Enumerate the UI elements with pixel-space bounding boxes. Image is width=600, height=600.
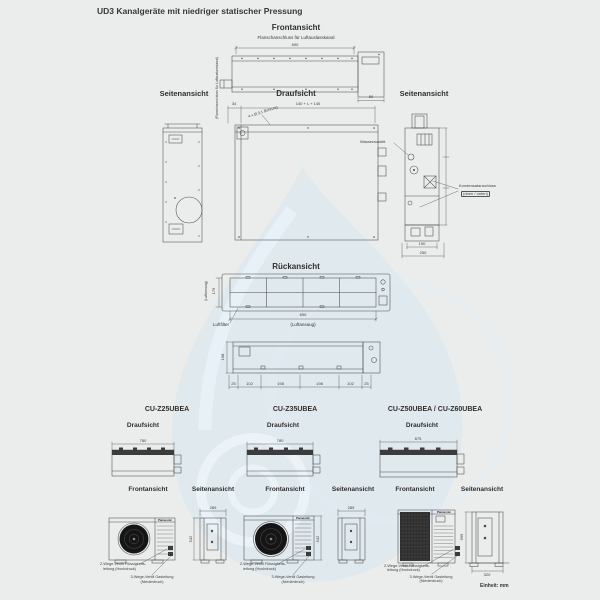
z25-brand-logo: Panasonic: [158, 517, 172, 522]
side-right-outer-dim: 250: [419, 250, 427, 255]
bottom-dim-3: 198: [316, 380, 323, 386]
z35-depth-dim: 289: [347, 504, 355, 510]
z25-valve-liquid-1: 2-Wege-Ventil Flüssigkeits-: [100, 562, 146, 566]
z25-top-label: Draufsicht: [126, 422, 160, 429]
rear-intake-label: (Luftansaug): [290, 321, 316, 327]
z35-valve-gas-1: 3-Wege-Ventil Gasleitung: [271, 575, 315, 579]
z25-height-dim: 542: [187, 535, 193, 543]
z50-top-label: Draufsicht: [405, 422, 439, 429]
water-outlet-label: Wasseraustritt: [360, 139, 386, 144]
z50-front-label: Frontansicht: [395, 486, 435, 493]
bottom-dim-4: 102: [347, 380, 354, 386]
z25-width-dim: 780: [139, 437, 147, 443]
bottom-dim-5: 25: [364, 380, 369, 386]
page-title: UD3 Kanalgeräte mit niedriger statischer…: [97, 6, 303, 16]
z50-valve-liquid-1: 2-Wege-Ventil Flüssigkeits-: [384, 563, 430, 568]
rear-width-dim: 690: [299, 311, 307, 317]
z50-depth-dim: 320: [483, 571, 491, 577]
top-left-dim: 34: [231, 101, 237, 106]
side-view-left-drawing: [162, 123, 203, 243]
front-width-dim: 690: [291, 41, 299, 47]
z25-side-label: Seitenansicht: [191, 486, 235, 493]
flange-note: Flanschanschluss für Luftauslasskanal: [257, 35, 335, 40]
z50-valve-gas-1: 3-Wege-Ventil Gasleitung: [409, 574, 453, 579]
z50-valve-liquid-2: leitung (Hochdruck): [387, 568, 420, 573]
z25-valve-gas-2: (Niederdruck): [140, 579, 164, 584]
condensate-label-2: (oben / unten): [461, 190, 490, 197]
z35-side-label: Seitenansicht: [331, 486, 375, 493]
air-filter-label: Luftfilter: [213, 321, 230, 327]
front-view-drawing: [219, 45, 385, 103]
front-box-dim: 50: [368, 93, 374, 99]
bottom-dim-0: 25: [231, 380, 236, 386]
bottom-left-dim: 198: [219, 353, 225, 361]
bottom-dim-2: 198: [277, 380, 284, 386]
z50-height-dim: 695: [458, 533, 464, 541]
z25-valve-liquid-2: leitung (Hochdruck): [103, 566, 136, 571]
z25-front-label: Frontansicht: [128, 486, 168, 493]
z50-side-label: Seitenansicht: [460, 486, 504, 493]
z35-valve-liquid-2: leitung (Hochdruck): [243, 566, 276, 571]
outdoor-z25-drawing: [108, 441, 227, 576]
z50-width-dim: 875: [414, 435, 422, 441]
rear-intake-rotated: (Luftansaug): [204, 281, 209, 301]
flange-note-rotated: (Flanschanschluss für Luftauslasskanal): [215, 56, 220, 120]
outdoor-z50-drawing: [379, 439, 510, 575]
outdoor-z35-drawing: [243, 441, 366, 576]
z35-front-label: Frontansicht: [265, 486, 305, 493]
side-right-label: Seitenansicht: [399, 89, 449, 98]
z35-height-dim: 542: [314, 535, 320, 543]
z35-brand-logo: Panasonic: [296, 515, 310, 520]
z25-depth-dim: 289: [209, 504, 217, 510]
side-left-label: Seitenansicht: [159, 89, 209, 98]
rear-view-label: Rückansicht: [272, 262, 320, 271]
bottom-dim-1: 102: [246, 380, 253, 386]
top-view-label: Draufsicht: [276, 89, 316, 98]
top-view-drawing: [227, 105, 387, 241]
model-z35: CU-Z35UBEA: [272, 406, 318, 413]
z35-valve-liquid-1: 2-Wege-Ventil Flüssigkeits-: [240, 562, 286, 566]
rear-height-dim: 176: [210, 287, 216, 295]
condensate-label-1: Kondensatanschluss: [459, 183, 496, 188]
bottom-view-drawing: [225, 341, 381, 390]
z35-width-dim: 780: [276, 437, 284, 443]
front-view-label: Frontansicht: [271, 23, 321, 32]
model-z25: CU-Z25UBEA: [144, 406, 190, 413]
model-z50-z60: CU-Z50UBEA / CU-Z60UBEA: [387, 406, 483, 413]
side-view-right-drawing: [393, 113, 459, 259]
rear-view-drawing: [215, 273, 391, 324]
top-span-dim: 140 + L + 140: [295, 101, 321, 106]
unit-note: Einheit: mm: [480, 583, 509, 589]
z50-valve-gas-2: (Niederdruck): [419, 579, 443, 584]
z50-brand-logo: Panasonic: [437, 510, 451, 514]
z25-valve-gas-1: 3-Wege-Ventil Gasleitung: [130, 575, 174, 579]
side-right-inner-dim: 190: [418, 241, 426, 246]
z35-valve-gas-2: (Niederdruck): [281, 579, 305, 584]
z35-top-label: Draufsicht: [266, 422, 300, 429]
